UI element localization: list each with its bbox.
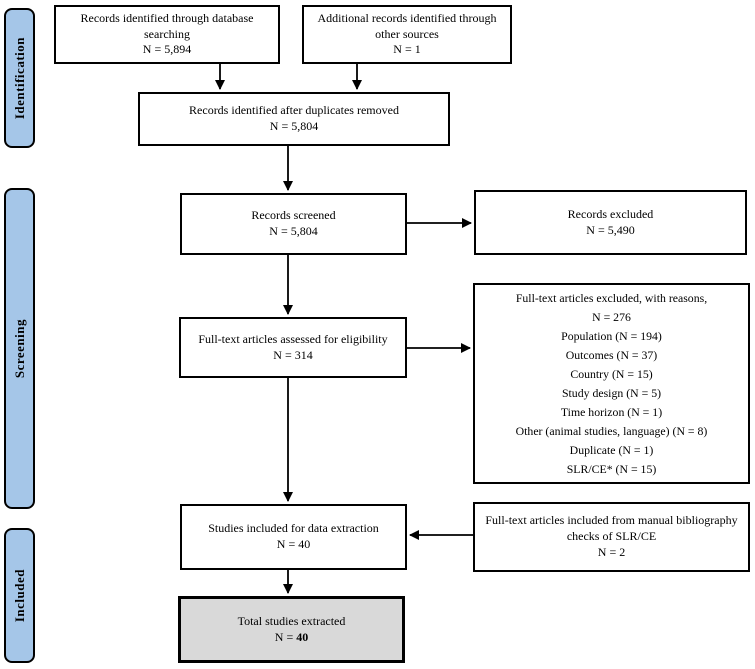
box-text: Records excluded — [567, 206, 654, 221]
total-count-prefix: N = — [274, 629, 297, 644]
box-records-screened: Records screened N = 5,804 — [180, 193, 407, 255]
box-text: Full-text articles included from manual … — [485, 513, 738, 544]
box-manual-bibliography: Full-text articles included from manual … — [473, 502, 750, 572]
stage-label-included: Included — [11, 568, 27, 623]
box-additional-records: Additional records identified through ot… — [302, 5, 512, 64]
box-text: Records identified after duplicates remo… — [189, 103, 399, 118]
box-text: Records identified through database sear… — [80, 10, 254, 41]
exclusion-reason: Country (N = 15) — [570, 366, 653, 381]
box-count: N = 314 — [273, 347, 313, 362]
box-text: Records screened — [251, 208, 336, 223]
box-count: N = 2 — [597, 544, 626, 559]
box-fulltext-assessed: Full-text articles assessed for eligibil… — [179, 317, 407, 378]
box-count: N = 40 — [275, 630, 308, 646]
box-duplicates-removed: Records identified after duplicates remo… — [138, 92, 450, 146]
box-text: Studies included for data extraction — [208, 521, 379, 536]
exclusion-reason: Duplicate (N = 1) — [569, 442, 654, 457]
box-text: Full-text articles excluded, with reason… — [515, 290, 708, 305]
stage-bar-identification: Identification — [4, 8, 35, 148]
box-text: Total studies extracted — [237, 613, 346, 628]
box-records-database-searching: Records identified through database sear… — [54, 5, 280, 64]
stage-bar-screening: Screening — [4, 188, 35, 509]
exclusion-reason: Time horizon (N = 1) — [560, 404, 663, 419]
box-total-studies-extracted: Total studies extracted N = 40 — [178, 596, 405, 663]
stage-label-identification: Identification — [11, 36, 27, 120]
exclusion-reason: Outcomes (N = 37) — [565, 347, 658, 362]
stage-bar-included: Included — [4, 528, 35, 663]
exclusion-reason: SLR/CE* (N = 15) — [566, 461, 657, 476]
box-records-excluded: Records excluded N = 5,490 — [474, 190, 747, 255]
box-fulltext-excluded-reasons: Full-text articles excluded, with reason… — [473, 283, 750, 484]
box-text: Additional records identified through ot… — [317, 10, 497, 41]
stage-label-screening: Screening — [11, 318, 27, 379]
box-text: Full-text articles assessed for eligibil… — [198, 331, 388, 346]
box-count: N = 5,490 — [586, 222, 635, 237]
box-count: N = 276 — [592, 309, 631, 324]
exclusion-reason: Population (N = 194) — [561, 328, 662, 343]
exclusion-reason: Study design (N = 5) — [561, 385, 662, 400]
box-count: N = 5,804 — [269, 224, 318, 238]
exclusion-reason: Other (animal studies, language) (N = 8) — [515, 423, 708, 438]
box-data-extraction: Studies included for data extraction N =… — [180, 504, 407, 570]
box-count: N = 1 — [393, 42, 421, 57]
box-count: N = 5,804 — [269, 119, 319, 133]
box-count: N = 5,894 — [142, 42, 192, 57]
total-count-value: 40 — [296, 629, 309, 644]
box-count: N = 40 — [276, 537, 311, 551]
